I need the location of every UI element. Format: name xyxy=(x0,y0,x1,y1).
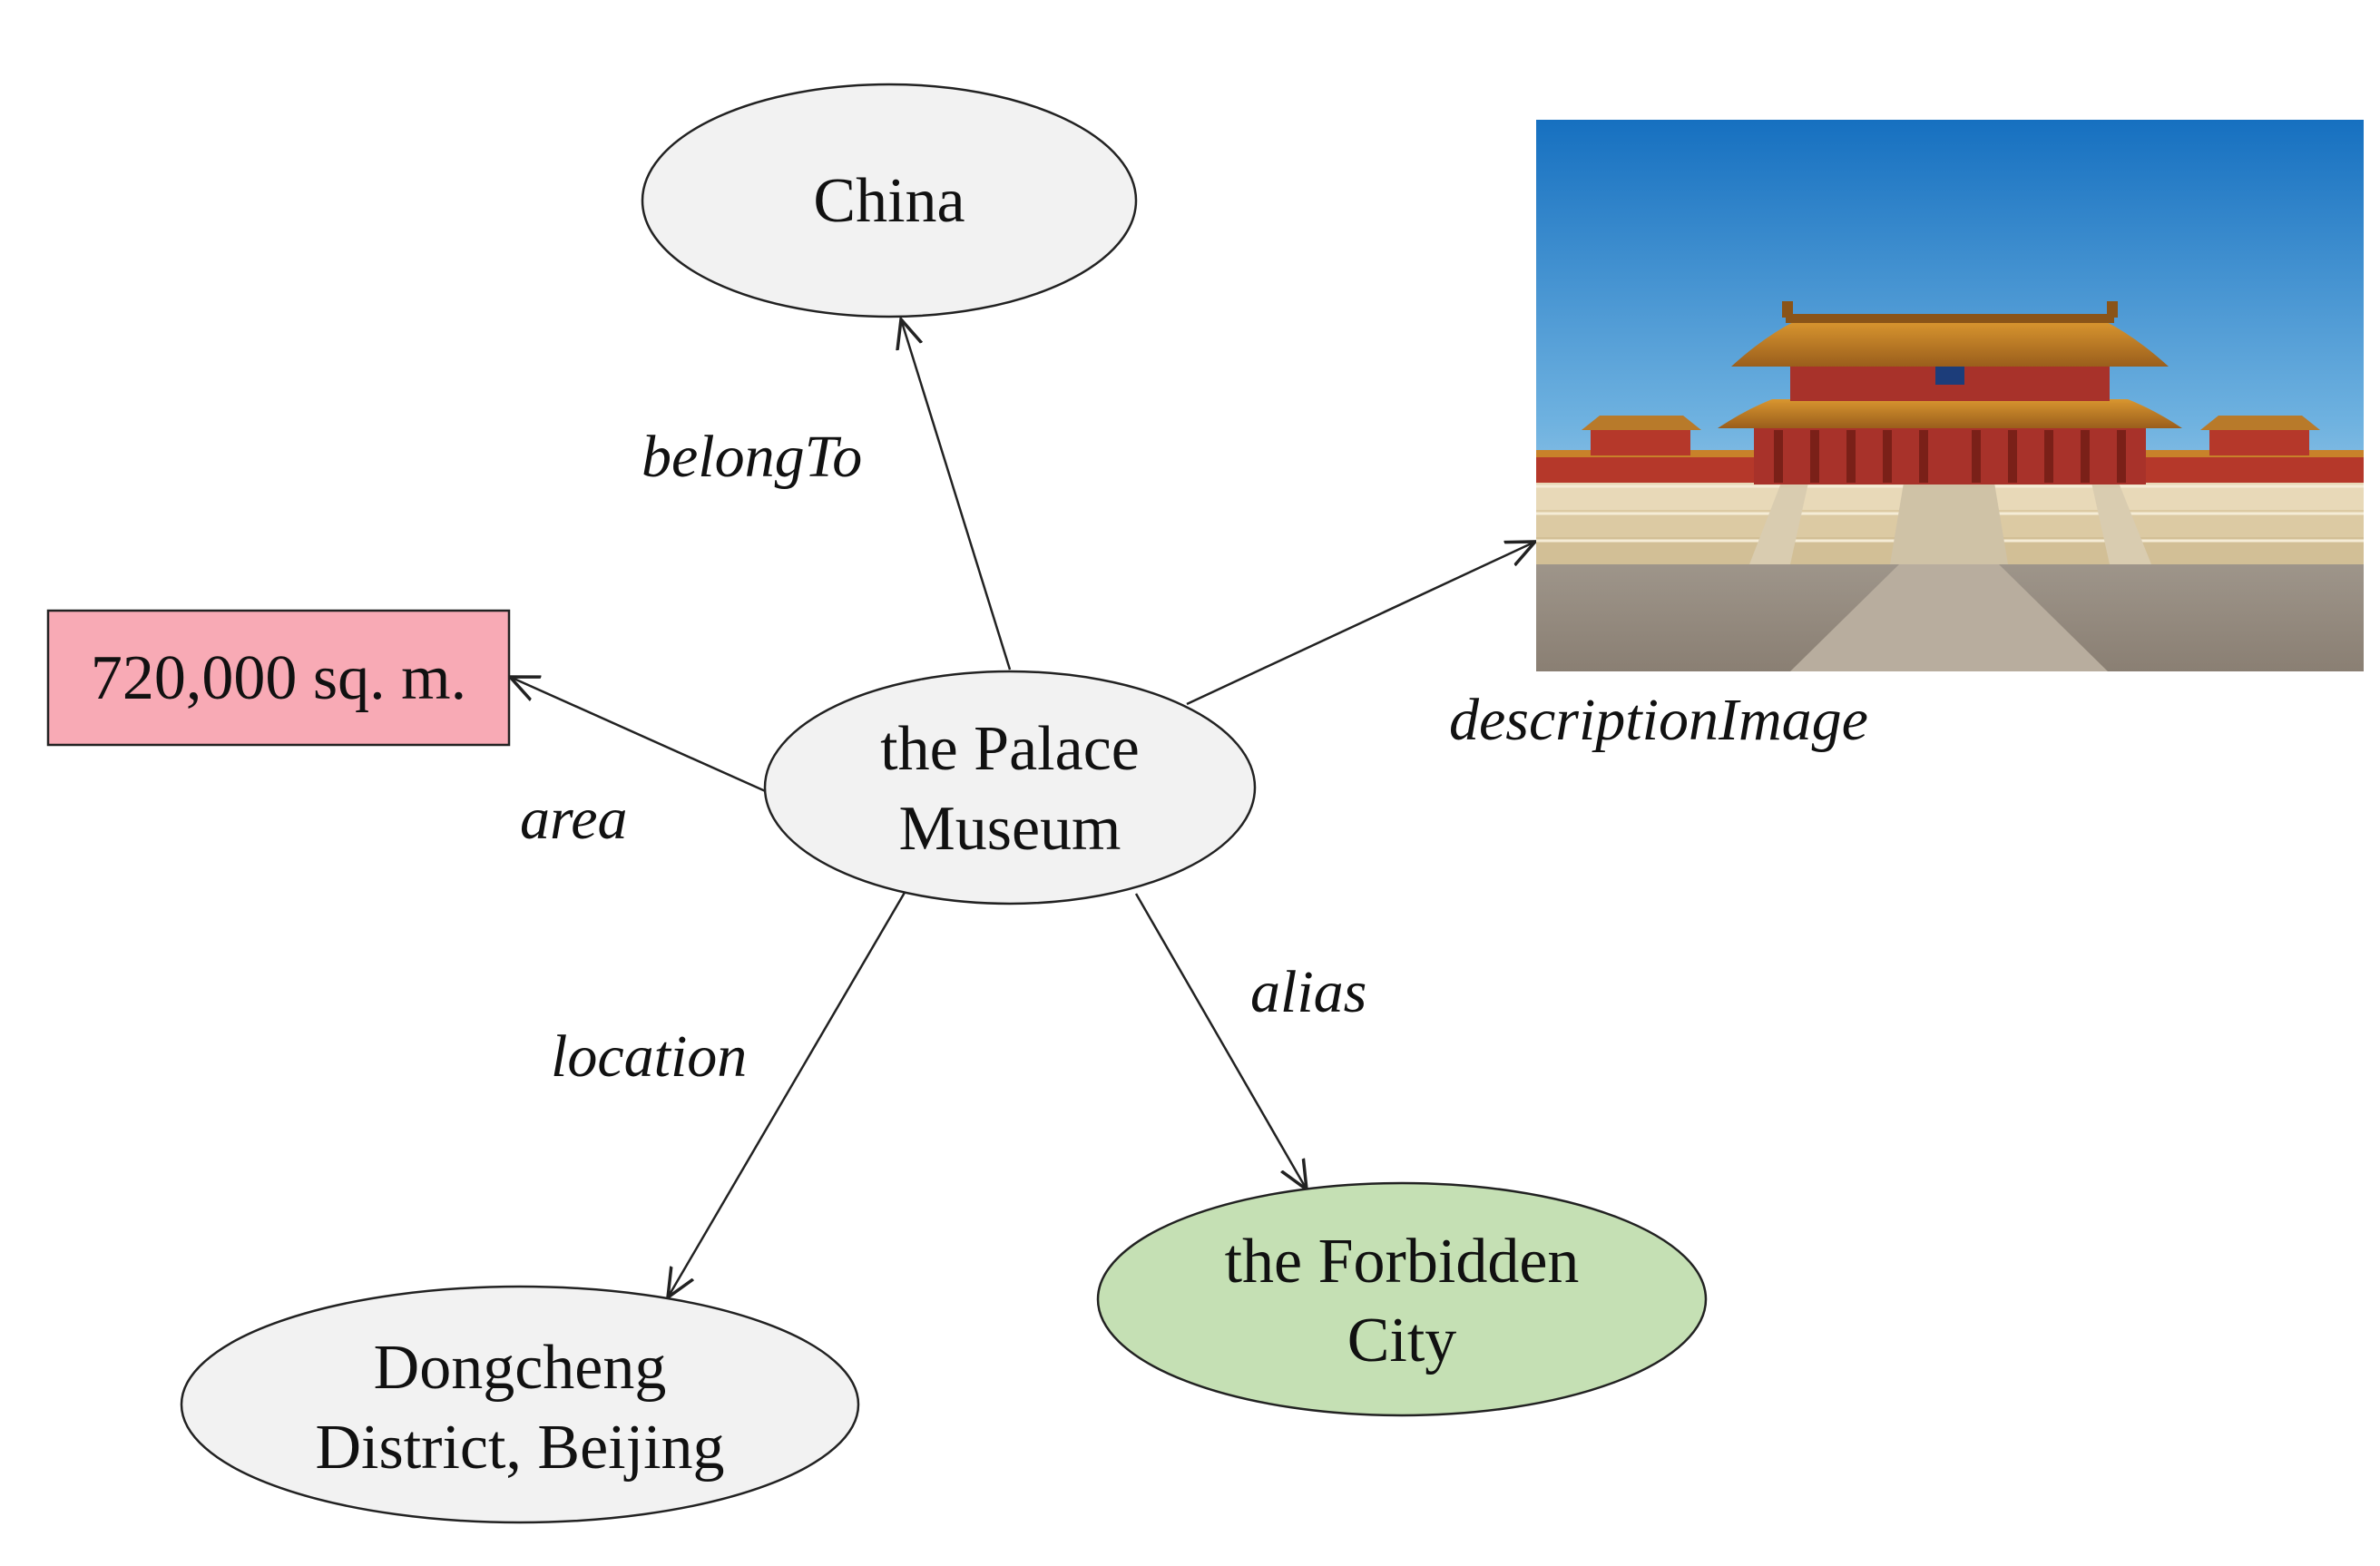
edge-descriptionImage xyxy=(1186,542,1535,706)
node-palace-museum-line1: the Palace xyxy=(880,714,1140,784)
node-forbidden-city-line2: City xyxy=(1347,1306,1457,1375)
image-center-stairs xyxy=(1890,483,2008,564)
node-description-image xyxy=(1536,120,2364,671)
image-right-pavilion-roof xyxy=(2200,416,2320,430)
node-area-value-box xyxy=(46,609,511,747)
image-left-pavilion xyxy=(1591,428,1690,455)
image-right-stairs xyxy=(2091,483,2151,564)
edge-location xyxy=(668,890,907,1297)
edge-label-belongTo: belongTo xyxy=(642,424,862,490)
node-forbidden-city-shape xyxy=(1096,1181,1708,1417)
node-dongcheng-shape xyxy=(180,1285,860,1524)
image-roof-ridge xyxy=(1786,314,2114,323)
node-china-label: China xyxy=(813,166,965,236)
edge-area xyxy=(510,677,770,795)
image-ridge-ornament-right xyxy=(2107,301,2118,318)
node-forbidden-city-line1: the Forbidden xyxy=(1225,1227,1580,1297)
node-china: China xyxy=(641,83,1138,318)
edge-label-area: area xyxy=(520,786,628,852)
image-left-pavilion-roof xyxy=(1582,416,1701,430)
node-area-value-label: 720,000 sq. m. xyxy=(91,643,466,713)
node-forbidden-city: the Forbidden City xyxy=(1096,1181,1708,1417)
node-dongcheng-line1: Dongcheng xyxy=(374,1333,667,1403)
edge-belongTo xyxy=(901,319,1012,670)
node-dongcheng-line2: District, Beijing xyxy=(315,1413,724,1483)
node-palace-museum: the Palace Museum xyxy=(763,670,1257,905)
node-dongcheng: Dongcheng District, Beijing xyxy=(180,1285,860,1524)
image-left-stairs xyxy=(1749,483,1808,564)
edge-label-descriptionImage: descriptionImage xyxy=(1449,687,1868,753)
node-palace-museum-shape xyxy=(763,670,1257,905)
image-upper-roof xyxy=(1731,321,2169,367)
edge-label-alias: alias xyxy=(1250,959,1366,1025)
image-hall-columns xyxy=(1774,430,2126,483)
node-area-value: 720,000 sq. m. xyxy=(46,609,511,747)
image-plaque xyxy=(1935,367,1964,385)
image-central-path xyxy=(1790,564,2108,671)
image-right-pavilion xyxy=(2209,428,2309,455)
edge-alias xyxy=(1134,893,1307,1189)
image-ridge-ornament-left xyxy=(1782,301,1793,318)
node-palace-museum-line2: Museum xyxy=(899,794,1121,864)
image-lower-roof xyxy=(1718,399,2182,428)
node-china-shape xyxy=(641,83,1138,318)
edge-label-location: location xyxy=(551,1023,747,1090)
